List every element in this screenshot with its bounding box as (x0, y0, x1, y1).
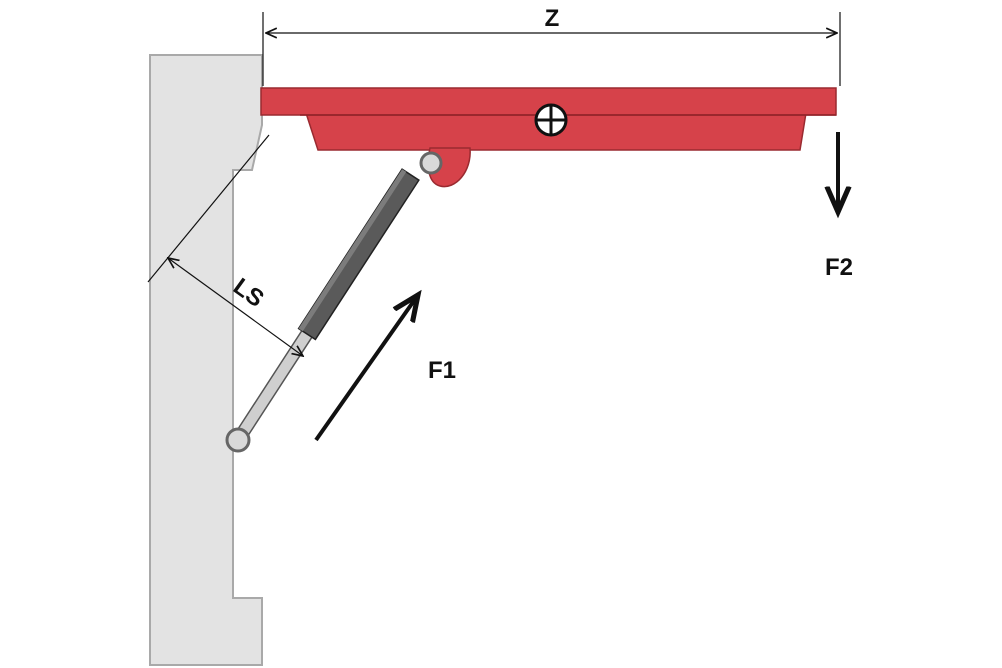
lower-mount-eyelet (225, 427, 251, 453)
gas-spring-rod (231, 322, 318, 445)
arrow-icon (314, 295, 418, 442)
dimension-z-label: Z (545, 5, 560, 32)
force-f2-label: F2 (825, 254, 853, 281)
wall-shape (149, 54, 263, 666)
wall-panel (149, 54, 263, 666)
upper-mount-eyelet (419, 151, 443, 175)
lid (260, 87, 837, 188)
force-f2: F2 (825, 132, 853, 281)
crosshair-circle-icon (534, 103, 568, 137)
force-f1: F1 (314, 295, 456, 442)
gas-spring-cylinder (297, 168, 420, 341)
dimension-z: Z (262, 5, 841, 86)
force-f1-label: F1 (428, 357, 456, 384)
dimension-ls-label: LS (228, 273, 269, 313)
